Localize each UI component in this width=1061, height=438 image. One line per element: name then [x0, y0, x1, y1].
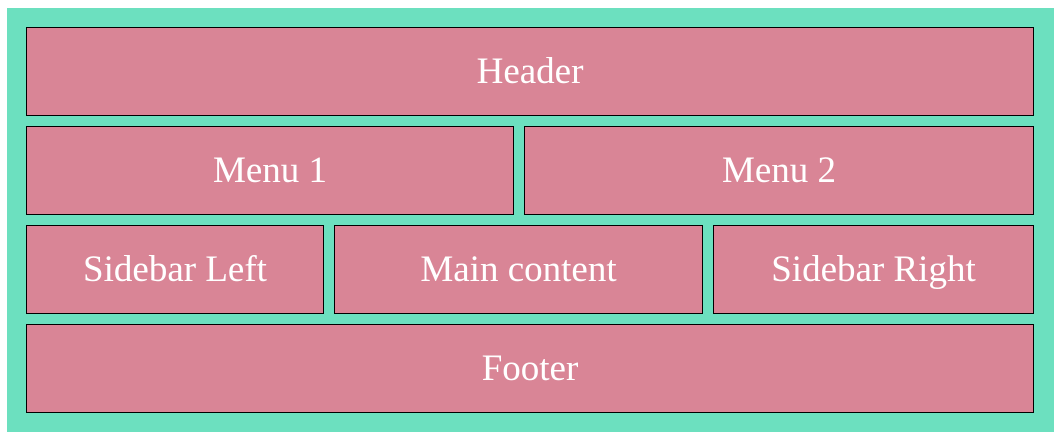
header-box: Header — [26, 27, 1034, 116]
sidebar-left-label: Sidebar Left — [83, 249, 267, 290]
main-content-label: Main content — [420, 249, 617, 290]
sidebar-left-box: Sidebar Left — [26, 225, 324, 314]
sidebar-right-box: Sidebar Right — [713, 225, 1034, 314]
footer-box: Footer — [26, 324, 1034, 413]
sidebar-right-label: Sidebar Right — [771, 249, 976, 290]
menu-1-label: Menu 1 — [212, 150, 328, 191]
menu-2-box: Menu 2 — [524, 126, 1034, 215]
menu-1-box: Menu 1 — [26, 126, 514, 215]
footer-label: Footer — [481, 348, 579, 389]
main-content-box: Main content — [334, 225, 703, 314]
header-label: Header — [476, 51, 584, 92]
menu-2-label: Menu 2 — [721, 150, 837, 191]
